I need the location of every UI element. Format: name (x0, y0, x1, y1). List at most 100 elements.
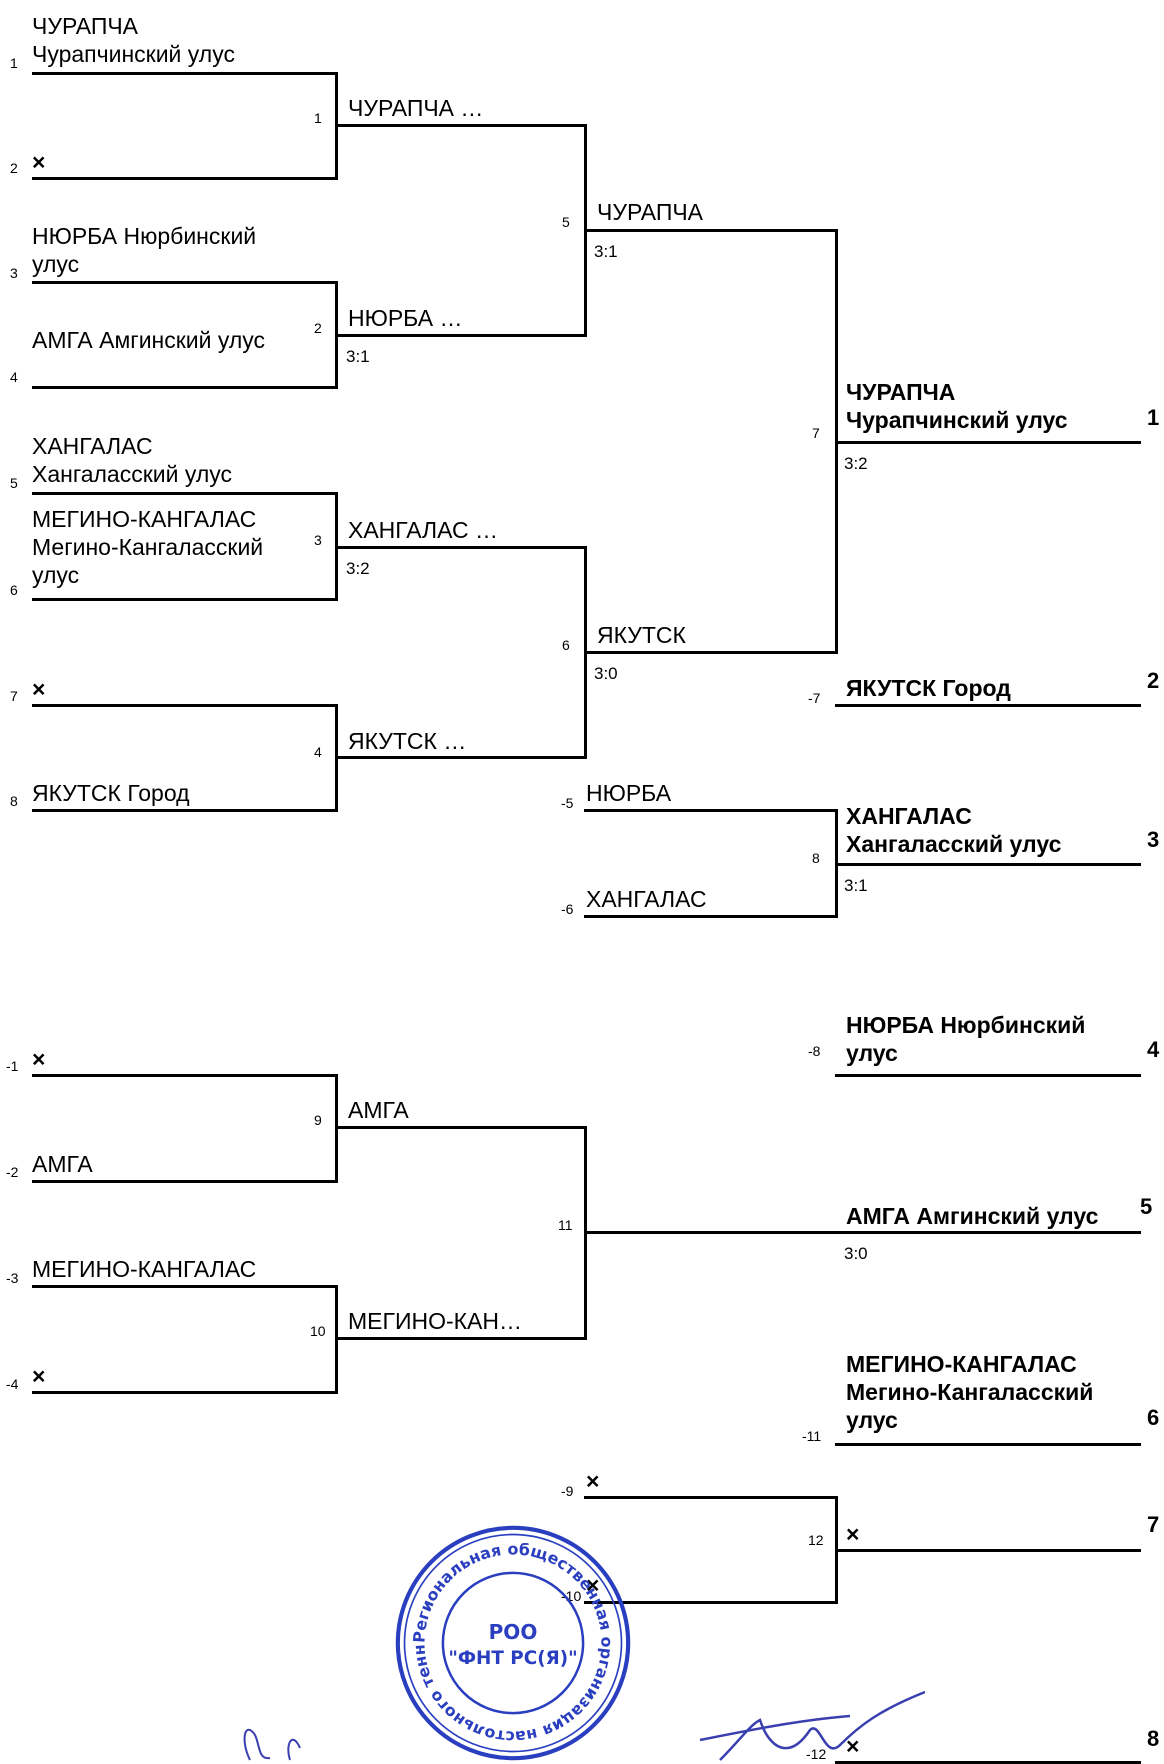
bracket-line (835, 441, 1141, 444)
bracket-line (584, 1601, 838, 1604)
bracket-line (32, 177, 338, 180)
match-number: 12 (808, 1532, 824, 1548)
bracket-line (335, 1126, 587, 1129)
loser-reference: -7 (808, 690, 821, 706)
bracket-line (335, 1337, 587, 1340)
entrant-name: АМГА (32, 1151, 93, 1177)
loser-reference: -10 (561, 1588, 582, 1604)
match-winner: ЧУРАПЧА (597, 199, 704, 225)
match-score: 3:1 (346, 347, 370, 366)
seed-number: 5 (10, 475, 18, 491)
bracket-line (32, 704, 338, 707)
bracket-line (335, 546, 587, 549)
place-number: 7 (1147, 1512, 1160, 1537)
bracket-line (32, 72, 338, 75)
entrant-name: ХАНГАЛАС Хангаласский улус (32, 433, 233, 487)
bracket-line (584, 915, 838, 918)
stamp-center-line-1: РОО (489, 1620, 538, 1644)
match-number: 3 (314, 532, 322, 548)
entrant-name: × (32, 1046, 46, 1072)
entrant-name: НЮРБА Нюрбинский улус (32, 223, 257, 277)
bracket-line (584, 229, 838, 232)
match-number: 10 (310, 1323, 326, 1339)
loser-reference: -6 (561, 901, 574, 917)
place-number: 8 (1147, 1726, 1160, 1751)
seed-number: 6 (10, 582, 18, 598)
entrant-name: × (32, 676, 46, 702)
standing-name: × (846, 1733, 860, 1759)
loser-name: × (586, 1572, 600, 1598)
bracket-line (32, 386, 338, 389)
match-score: 3:1 (594, 242, 618, 261)
loser-name: ХАНГАЛАС (586, 886, 707, 912)
entrant-name: МЕГИНО-КАНГАЛАС (32, 1256, 257, 1282)
loser-reference: -2 (6, 1164, 19, 1180)
bracket-line (32, 1285, 338, 1288)
bracket-line (835, 1549, 1141, 1552)
bracket-line (32, 598, 338, 601)
loser-reference: -11 (802, 1428, 822, 1444)
bracket-line (584, 1231, 1141, 1234)
match-number: 4 (314, 744, 322, 760)
entrant-name: ЯКУТСК Город (32, 780, 190, 806)
match-score: 3:2 (346, 559, 370, 578)
loser-name: × (586, 1468, 600, 1494)
match-winner: АМГА (348, 1097, 409, 1123)
bracket-line (32, 1391, 338, 1394)
bracket-line (335, 756, 587, 759)
place-number: 2 (1147, 668, 1160, 693)
match-winner: ЧУРАПЧА … (348, 95, 484, 121)
standing-name: ЯКУТСК Город (846, 675, 1011, 701)
entrant-name: × (32, 1363, 46, 1389)
place-number: 5 (1140, 1194, 1153, 1219)
entrant-name: МЕГИНО-КАНГАЛАС Мегино-Кангаласский улус (32, 506, 264, 588)
standing-name: МЕГИНО-КАНГАЛАС Мегино-Кангаласский улус (846, 1351, 1094, 1433)
standing-name: НЮРБА Нюрбинский улус (846, 1012, 1086, 1066)
entrant-name: × (32, 149, 46, 175)
match-winner: ЯКУТСК (597, 622, 686, 648)
loser-reference: -8 (808, 1043, 821, 1059)
seed-number: 3 (10, 265, 18, 281)
seed-number: 1 (10, 55, 18, 71)
entrant-name: АМГА Амгинский улус (32, 327, 266, 353)
bracket-line (835, 704, 1141, 707)
match-winner: МЕГИНО-КАН… (348, 1308, 522, 1334)
match-number: 1 (314, 110, 322, 126)
match-score: 3:0 (594, 664, 618, 683)
bracket-line (835, 863, 1141, 866)
bracket-line (584, 651, 838, 654)
place-number: 6 (1147, 1405, 1160, 1430)
loser-reference: -1 (6, 1058, 19, 1074)
match-winner: НЮРБА … (348, 305, 463, 331)
final-winner: ЧУРАПЧА Чурапчинский улус (846, 379, 1068, 433)
loser-reference: -5 (561, 795, 574, 811)
bracket-line (335, 334, 587, 337)
seed-number: 4 (10, 369, 18, 385)
match-score: 3:2 (844, 454, 868, 473)
signature-right (699, 1690, 926, 1761)
loser-reference: -4 (6, 1376, 19, 1392)
stamp-inner-ring (441, 1571, 585, 1715)
loser-name: НЮРБА (586, 780, 672, 806)
loser-reference: -3 (6, 1270, 19, 1286)
seed-number: 8 (10, 793, 18, 809)
bracket-line (32, 1074, 338, 1077)
place-number: 1 (1147, 405, 1160, 430)
match-number: 11 (558, 1217, 573, 1233)
stamp-center-line-2: "ФНТ РС(Я)" (448, 1648, 577, 1669)
bracket-line (584, 1496, 838, 1499)
entrant-name: ЧУРАПЧА Чурапчинский улус (32, 13, 235, 67)
match-score: 3:1 (844, 876, 868, 895)
match-winner: ЯКУТСК … (348, 728, 467, 754)
bracket-line (335, 124, 587, 127)
loser-reference: -9 (561, 1483, 574, 1499)
match-winner: ХАНГАЛАС … (348, 517, 498, 543)
match-score: 3:0 (844, 1244, 868, 1263)
organization-stamp: Региональная общественная организация на… (386, 1522, 631, 1761)
bracket-line (32, 281, 338, 284)
seed-number: 2 (10, 160, 18, 176)
match-number: 2 (314, 320, 322, 336)
third-place-winner: ХАНГАЛАС Хангаласский улус (846, 803, 1062, 857)
bracket-line (835, 1761, 1141, 1764)
